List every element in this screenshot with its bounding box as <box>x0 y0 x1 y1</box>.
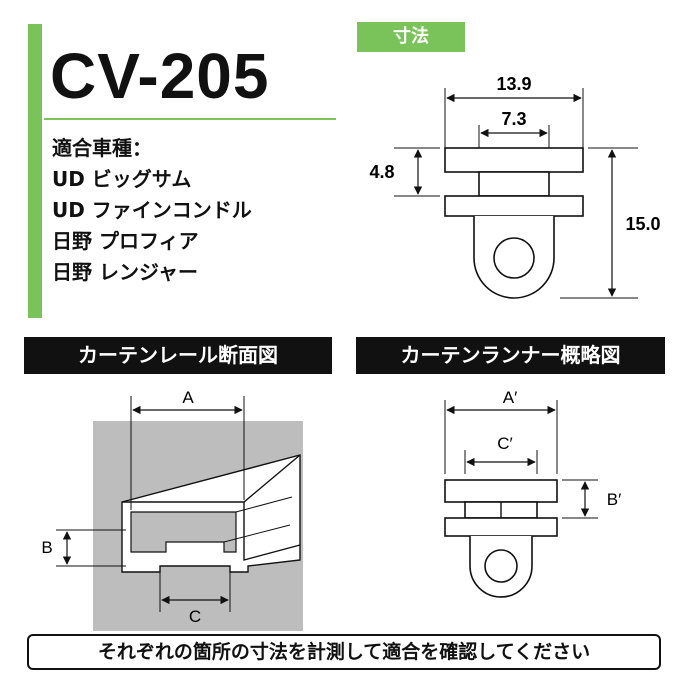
dimensions-badge: 寸法 <box>357 22 465 52</box>
rail-label-a: A <box>182 388 194 407</box>
title-divider <box>44 118 336 120</box>
runner-label-a: A′ <box>503 388 518 407</box>
vehicle-item: UD ビッグサム <box>52 167 192 191</box>
rail-cross-section <box>56 396 303 631</box>
dim-total-height: 15.0 <box>625 214 660 234</box>
vehicle-item: UD ファインコンドル <box>52 198 252 222</box>
compatible-vehicles: 適合車種： UD ビッグサム UD ファインコンドル 日野 プロフィア 日野 レ… <box>52 133 252 288</box>
rail-section-title: カーテンレール断面図 <box>24 337 332 374</box>
runner-section-title: カーテンランナー概略図 <box>356 337 665 374</box>
runner-dimension-drawing <box>394 88 638 299</box>
vehicle-item: 日野 プロフィア <box>52 229 199 253</box>
product-model: CV-205 <box>50 40 270 112</box>
accent-bar <box>28 24 42 318</box>
dim-neck-width: 7.3 <box>501 109 526 129</box>
runner-label-b: B′ <box>607 490 622 509</box>
rail-label-c: C <box>189 607 201 626</box>
vehicle-item: 日野 レンジャー <box>52 260 198 284</box>
dim-gap-height: 4.8 <box>369 162 394 182</box>
footer-note: それぞれの箇所の寸法を計測して適合を確認してください <box>27 634 661 670</box>
runner-label-c: C′ <box>497 434 512 453</box>
runner-schematic <box>444 400 598 598</box>
rail-label-b: B <box>41 538 52 557</box>
compat-heading: 適合車種： <box>52 136 152 160</box>
dim-overall-width: 13.9 <box>496 74 531 94</box>
